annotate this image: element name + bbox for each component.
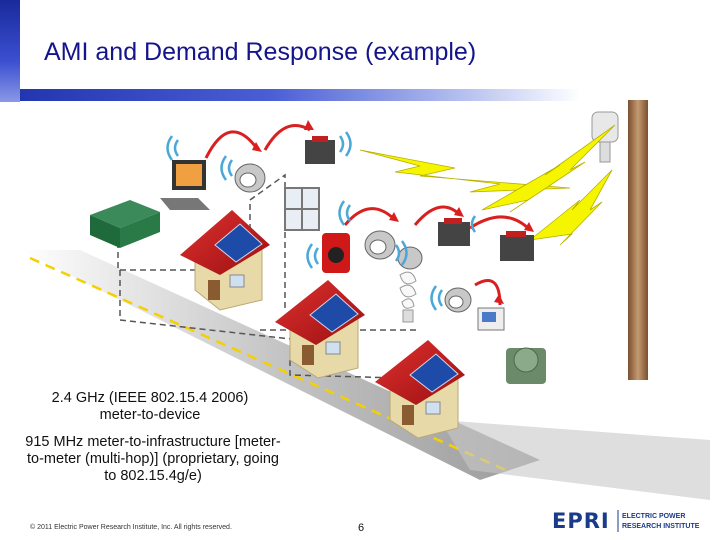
title-accent-bar: [0, 0, 20, 102]
house-1: [180, 210, 270, 311]
window: [284, 187, 320, 231]
utility-pole: [591, 100, 648, 380]
cfl-bulb: [399, 271, 417, 323]
logo-mark: EPRI: [552, 509, 610, 533]
house-3: [375, 340, 465, 439]
logo-text-line1: ELECTRIC POWER: [622, 513, 685, 520]
load-control-devices: [305, 136, 534, 261]
water-heater: [322, 233, 350, 273]
smart-meters: [234, 163, 472, 313]
computer-monitor: [160, 160, 210, 210]
title-underline: [20, 89, 580, 101]
slide-title: AMI and Demand Response (example): [44, 38, 477, 66]
copyright-notice: © 2011 Electric Power Research Institute…: [30, 524, 232, 531]
wireless-collector: [591, 111, 619, 163]
substation-box: [90, 200, 160, 248]
thermostat: [477, 307, 505, 331]
caption-meter-to-infrastructure: 915 MHz meter-to-infrastructure [meter-t…: [25, 434, 281, 484]
epri-logo: EPRI ELECTRIC POWER RESEARCH INSTITUTE: [552, 509, 700, 533]
wireless-signal-icons: [166, 131, 477, 311]
caption-meter-to-device: 2.4 GHz (IEEE 802.15.4 2006) meter-to-de…: [51, 390, 249, 423]
house-2: [275, 280, 365, 379]
wireless-lightning-bolts: [359, 124, 616, 246]
arrow-heads: [252, 120, 534, 304]
air-conditioner-unit: [506, 347, 546, 384]
page-number: 6: [358, 522, 365, 534]
logo-text-line2: RESEARCH INSTITUTE: [622, 523, 700, 530]
ami-network-illustration: [20, 100, 710, 500]
